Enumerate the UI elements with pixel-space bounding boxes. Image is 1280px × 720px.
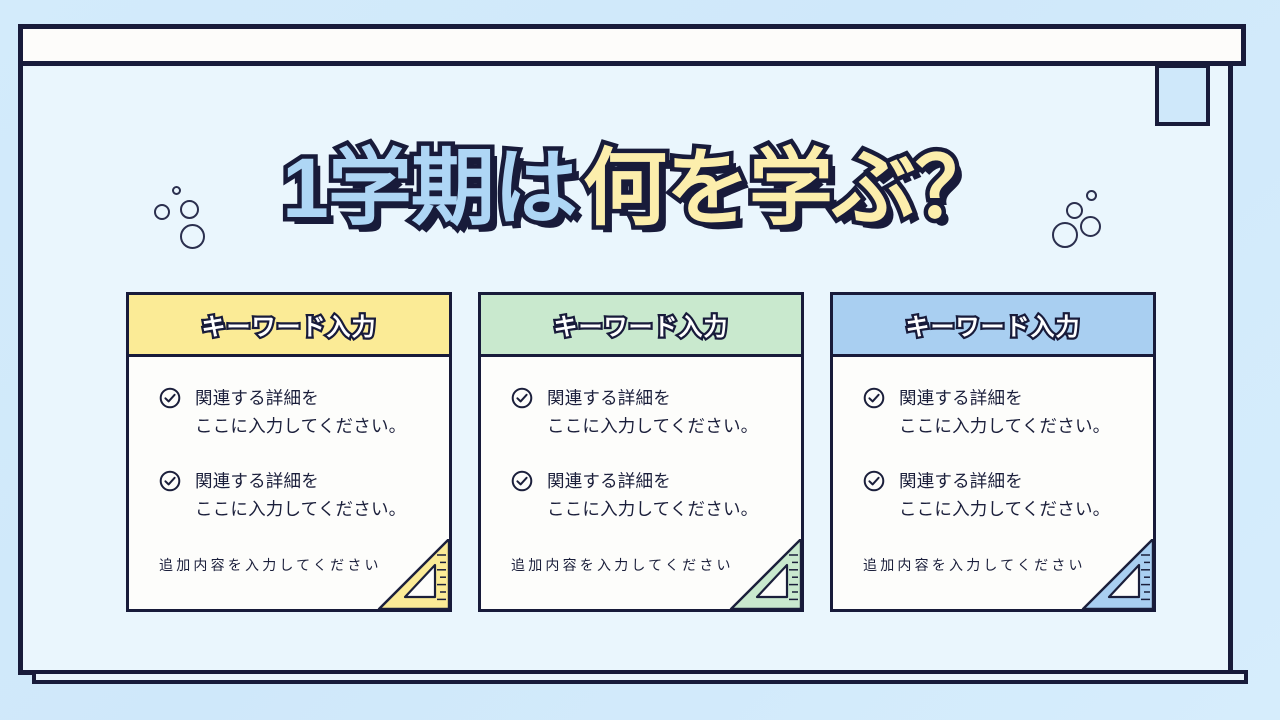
- whiteboard-hanger-tab: [1155, 64, 1210, 126]
- bubble-circle-icon: [1080, 216, 1101, 237]
- bubble-circle-icon: [180, 200, 199, 219]
- card-header-label: キーワード入力: [551, 312, 730, 344]
- bullet-line-2: ここに入力してください。: [547, 415, 759, 436]
- bullet-line-1: 関連する詳細を: [195, 471, 319, 492]
- info-card[interactable]: キーワード入力 関連する詳細を ここに入力してください。 関連する詳細を ここに…: [126, 292, 452, 612]
- check-circle-icon: [159, 387, 181, 414]
- bullet-text: 関連する詳細を ここに入力してください。: [547, 468, 758, 523]
- bullet-line-2: ここに入力してください。: [547, 498, 759, 519]
- bubble-circle-icon: [172, 186, 181, 195]
- card-body: 関連する詳細を ここに入力してください。 関連する詳細を ここに入力してください…: [129, 357, 449, 609]
- bullet-line-1: 関連する詳細を: [547, 471, 671, 492]
- bullet-line-2: ここに入力してください。: [899, 415, 1111, 436]
- bullet-text: 関連する詳細を ここに入力してください。: [195, 385, 406, 440]
- check-circle-icon: [511, 387, 533, 414]
- whiteboard-bottom-rail: [32, 670, 1248, 684]
- card-body: 関連する詳細を ここに入力してください。 関連する詳細を ここに入力してください…: [833, 357, 1153, 609]
- card-header-label: キーワード入力: [903, 312, 1082, 344]
- bullet-text: 関連する詳細を ここに入力してください。: [899, 468, 1110, 523]
- bubble-circle-icon: [1086, 190, 1097, 201]
- bullet-line-2: ここに入力してください。: [195, 415, 407, 436]
- bullet-text: 関連する詳細を ここに入力してください。: [899, 385, 1110, 440]
- bubble-circle-icon: [180, 224, 205, 249]
- card-header: キーワード入力: [129, 295, 449, 357]
- info-card[interactable]: キーワード入力 関連する詳細を ここに入力してください。 関連する詳細を ここに…: [478, 292, 804, 612]
- bullet-item: 関連する詳細を ここに入力してください。: [511, 468, 779, 523]
- bullet-line-1: 関連する詳細を: [899, 388, 1023, 408]
- whiteboard-top-rail: [18, 24, 1246, 66]
- card-header: キーワード入力: [481, 295, 801, 357]
- card-footer-note: 追加内容を入力してください: [863, 558, 1086, 574]
- triangle-ruler-icon: [725, 537, 801, 609]
- bullet-text: 関連する詳細を ここに入力してください。: [547, 385, 758, 440]
- card-body: 関連する詳細を ここに入力してください。 関連する詳細を ここに入力してください…: [481, 357, 801, 609]
- check-circle-icon: [863, 387, 885, 414]
- card-row: キーワード入力 関連する詳細を ここに入力してください。 関連する詳細を ここに…: [126, 292, 1156, 612]
- bullet-line-1: 関連する詳細を: [195, 388, 319, 408]
- bullet-line-1: 関連する詳細を: [547, 388, 671, 408]
- bullet-item: 関連する詳細を ここに入力してください。: [511, 385, 779, 440]
- bubble-circle-icon: [1052, 222, 1078, 248]
- page-title-segment-blue: 1学期は: [278, 141, 583, 235]
- page-title-segment-cream: 何を学ぶ？: [578, 141, 1003, 235]
- card-header: キーワード入力: [833, 295, 1153, 357]
- bullet-text: 関連する詳細を ここに入力してください。: [195, 468, 406, 523]
- card-footer-note: 追加内容を入力してください: [511, 558, 734, 574]
- bullet-line-2: ここに入力してください。: [195, 498, 407, 519]
- slide-title: 1学期は 何を学ぶ？: [0, 133, 1280, 243]
- check-circle-icon: [863, 470, 885, 497]
- bullet-item: 関連する詳細を ここに入力してください。: [863, 468, 1131, 523]
- bubble-circle-icon: [1066, 202, 1083, 219]
- bullet-line-1: 関連する詳細を: [899, 471, 1023, 492]
- bullet-item: 関連する詳細を ここに入力してください。: [159, 385, 427, 440]
- triangle-ruler-icon: [373, 537, 449, 609]
- bullet-item: 関連する詳細を ここに入力してください。: [159, 468, 427, 523]
- card-header-label: キーワード入力: [199, 312, 378, 344]
- bullet-line-2: ここに入力してください。: [899, 498, 1111, 519]
- check-circle-icon: [511, 470, 533, 497]
- bubble-decoration-right: [1052, 186, 1132, 252]
- bubble-decoration-left: [148, 186, 228, 252]
- bullet-item: 関連する詳細を ここに入力してください。: [863, 385, 1131, 440]
- triangle-ruler-icon: [1077, 537, 1153, 609]
- card-footer-note: 追加内容を入力してください: [159, 558, 382, 574]
- check-circle-icon: [159, 470, 181, 497]
- bubble-circle-icon: [154, 204, 170, 220]
- info-card[interactable]: キーワード入力 関連する詳細を ここに入力してください。 関連する詳細を ここに…: [830, 292, 1156, 612]
